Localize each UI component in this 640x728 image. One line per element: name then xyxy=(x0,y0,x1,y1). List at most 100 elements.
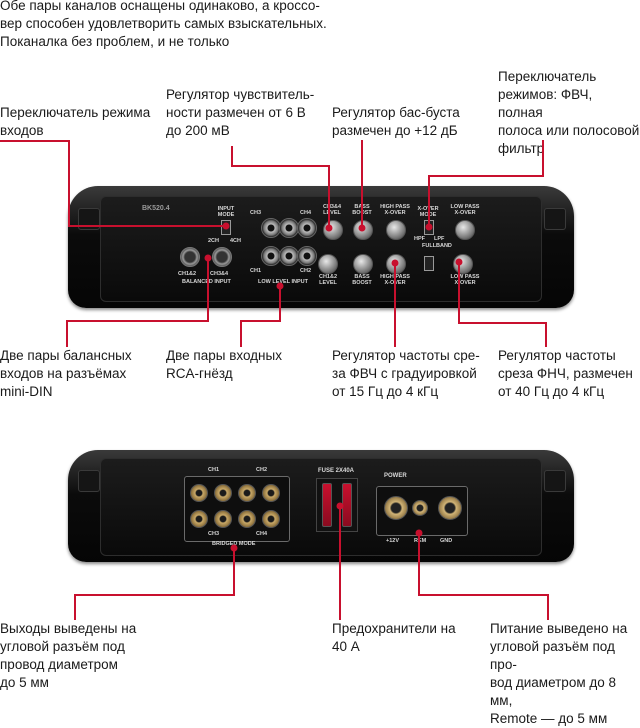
balanced-input-ch34[interactable] xyxy=(212,247,232,267)
leader-line xyxy=(428,175,544,177)
leader-line xyxy=(240,320,242,347)
front-panel xyxy=(100,196,542,302)
leader-line xyxy=(66,320,208,322)
intro-text: Обе пары каналов оснащены одинаково, а к… xyxy=(0,0,327,49)
mount-foot xyxy=(544,208,566,230)
leader-line xyxy=(66,320,68,347)
four-ch-label: 4CH xyxy=(230,238,242,244)
leader-line xyxy=(231,146,233,166)
rem-label: REM xyxy=(414,538,427,544)
rca-ch1-label: CH1 xyxy=(250,268,262,274)
bass-boost-knob-bottom[interactable] xyxy=(353,254,373,274)
fuse-label: FUSE 2X40A xyxy=(318,468,355,474)
leader-dot xyxy=(325,224,333,232)
speaker-screw[interactable] xyxy=(214,484,232,502)
balanced-input-label: BALANCED INPUT xyxy=(182,279,231,285)
callout-sensitivity: Регулятор чувствитель- ности размечен от… xyxy=(166,87,315,138)
speaker-screw[interactable] xyxy=(214,510,232,528)
rca-jack-ch1-b[interactable] xyxy=(279,246,299,266)
callout-outputs: Выходы выведены на угловой разъём под пр… xyxy=(0,621,137,690)
speaker-screw[interactable] xyxy=(190,510,208,528)
callout-input-mode: Переключатель режима входов xyxy=(0,105,151,138)
callout-fuses: Предохранители на 40 А xyxy=(332,621,456,654)
out-ch2-label: CH2 xyxy=(256,467,268,473)
balanced-ch34-label: CH3&4 xyxy=(210,271,229,277)
callout-balanced-inputs: Две пары балансных входов на разъёмах mi… xyxy=(0,348,132,399)
leader-line xyxy=(339,506,341,620)
rca-jack-ch3-a[interactable] xyxy=(261,218,281,238)
leader-line xyxy=(233,548,235,596)
low-pass-bottom-label: LOW PASS X-OVER xyxy=(450,274,480,286)
level-top-label: CH3&4 LEVEL xyxy=(322,204,342,216)
xover-mode-switch-bottom[interactable] xyxy=(424,256,434,271)
rca-jack-ch4[interactable] xyxy=(297,218,317,238)
callout-power: Питание выведено на угловой разъём под п… xyxy=(490,621,628,726)
power-label: POWER xyxy=(384,473,407,479)
rca-jack-ch2[interactable] xyxy=(297,246,317,266)
leader-line xyxy=(545,322,547,347)
leader-line xyxy=(74,594,234,596)
high-pass-top-label: HIGH PASS X-OVER xyxy=(380,204,410,216)
power-terminal-gnd[interactable] xyxy=(438,496,462,520)
leader-line xyxy=(394,263,396,347)
callout-rca-inputs: Две пары входных RCA-гнёзд xyxy=(166,348,282,381)
lpf-label: LPF xyxy=(434,236,445,242)
leader-line xyxy=(418,594,548,596)
hpf-label: HPF xyxy=(414,236,425,242)
callout-lpf: Регулятор частоты среза ФНЧ, размечен от… xyxy=(498,348,633,399)
out-ch4-label: CH4 xyxy=(256,531,268,537)
leader-dot xyxy=(230,544,238,552)
callout-bass-boost: Регулятор бас-буста размечен до +12 дБ xyxy=(332,105,460,138)
power-terminal-12v[interactable] xyxy=(384,496,408,520)
speaker-screw[interactable] xyxy=(238,484,256,502)
speaker-screw[interactable] xyxy=(262,484,280,502)
mount-foot xyxy=(78,208,100,230)
callout-xover-mode: Переключатель режимов: ФВЧ, полная полос… xyxy=(498,69,640,156)
model-label: BK520.4 xyxy=(142,205,170,212)
speaker-screw[interactable] xyxy=(190,484,208,502)
rca-ch4-label: CH4 xyxy=(300,210,312,216)
leader-line xyxy=(361,140,363,228)
level-knob-ch12[interactable] xyxy=(318,254,338,274)
leader-dot xyxy=(391,259,399,267)
gnd-label: GND xyxy=(440,538,453,544)
level-bottom-label: CH1&2 LEVEL xyxy=(318,274,338,286)
leader-line xyxy=(542,140,544,176)
speaker-screw[interactable] xyxy=(262,510,280,528)
fuse-2[interactable] xyxy=(342,483,352,527)
out-ch1-label: CH1 xyxy=(208,467,220,473)
low-pass-top-label: LOW PASS X-OVER xyxy=(450,204,480,216)
power-terminal-rem[interactable] xyxy=(412,500,428,516)
speaker-screw[interactable] xyxy=(238,510,256,528)
low-level-input-label: LOW LEVEL INPUT xyxy=(258,279,309,285)
rear-panel xyxy=(100,458,542,556)
rca-ch2-label: CH2 xyxy=(300,268,312,274)
leader-dot xyxy=(415,529,423,537)
leader-dot xyxy=(336,502,344,510)
leader-line xyxy=(279,286,281,322)
leader-dot xyxy=(204,254,212,262)
mount-foot xyxy=(78,470,100,492)
rca-jack-ch1-a[interactable] xyxy=(261,246,281,266)
leader-line xyxy=(458,262,460,324)
band-label: BAND xyxy=(436,243,452,249)
leader-dot xyxy=(222,222,230,230)
leader-line xyxy=(418,533,420,595)
balanced-ch12-label: CH1&2 xyxy=(178,271,197,277)
low-pass-knob-top[interactable] xyxy=(455,220,475,240)
leader-dot xyxy=(358,224,366,232)
leader-line xyxy=(240,320,280,322)
plus12v-label: +12V xyxy=(386,538,399,544)
balanced-input-ch12[interactable] xyxy=(180,247,200,267)
full-label: FULL xyxy=(422,243,437,249)
leader-line xyxy=(207,258,209,322)
leader-line xyxy=(428,175,430,227)
leader-line xyxy=(458,322,546,324)
leader-line xyxy=(74,594,76,620)
rca-jack-ch3-b[interactable] xyxy=(279,218,299,238)
leader-line xyxy=(231,165,329,167)
input-mode-label: INPUT MODE xyxy=(217,206,235,218)
leader-line xyxy=(328,165,330,228)
fuse-1[interactable] xyxy=(322,483,332,527)
high-pass-knob-top[interactable] xyxy=(386,220,406,240)
